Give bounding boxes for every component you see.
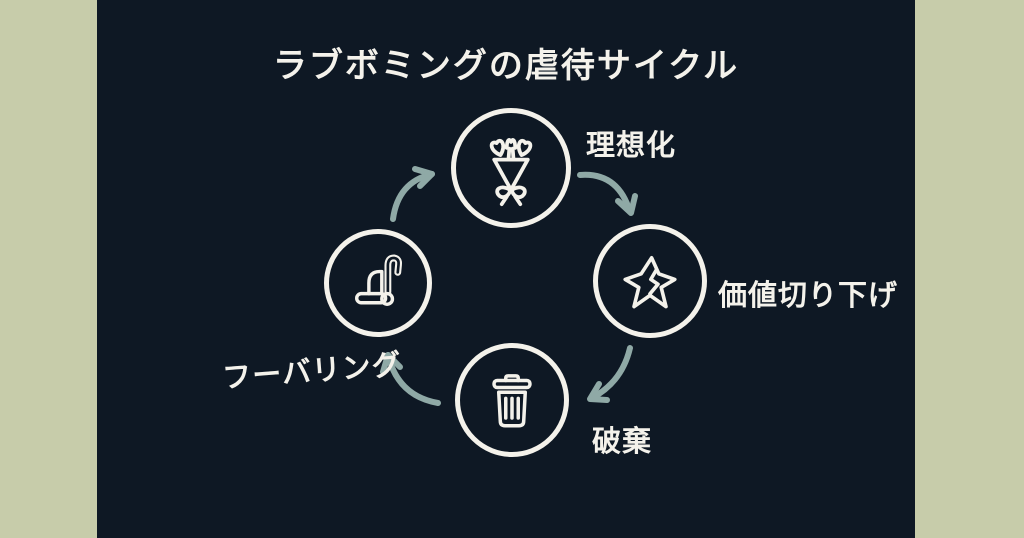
node-hoovering bbox=[324, 229, 432, 337]
arrow-idealization-to-devaluation bbox=[577, 171, 638, 216]
arrow-discard-to-hoovering bbox=[380, 352, 441, 406]
arrow-hoovering-to-idealization bbox=[390, 166, 435, 222]
label-discard: 破棄 bbox=[592, 424, 653, 458]
bouquet-icon bbox=[489, 138, 533, 207]
broken-star-icon bbox=[623, 256, 677, 309]
node-discard bbox=[455, 343, 569, 457]
node-devaluation bbox=[593, 224, 707, 338]
vacuum-icon bbox=[355, 254, 403, 306]
trash-icon bbox=[492, 374, 532, 428]
diagram-title: ラブボミングの虐待サイクル bbox=[272, 46, 740, 86]
label-devaluation: 価値切り下げ bbox=[718, 278, 899, 312]
label-idealization: 理想化 bbox=[586, 128, 677, 162]
node-idealization bbox=[451, 108, 571, 228]
arrow-devaluation-to-discard bbox=[587, 345, 633, 403]
